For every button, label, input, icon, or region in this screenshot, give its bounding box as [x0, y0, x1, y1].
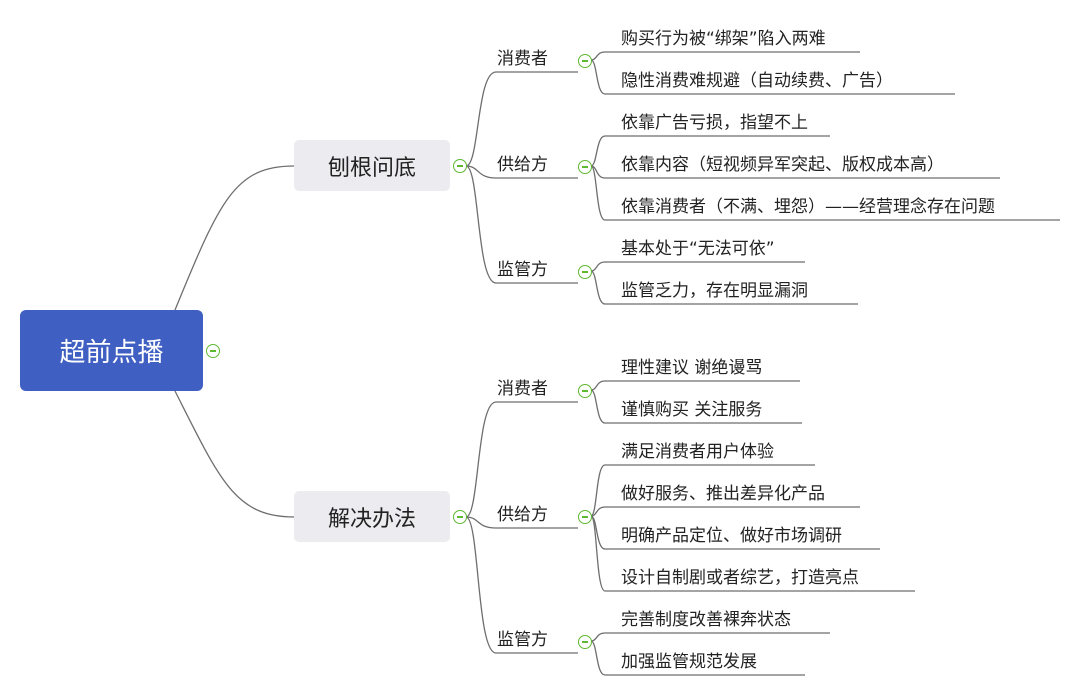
leaf-link	[590, 59, 606, 95]
leaf-link	[590, 506, 606, 517]
leaf-item[interactable]: 依靠消费者（不满、埋怨）——经营理念存在问题	[621, 197, 995, 217]
leaf-item[interactable]: 完善制度改善裸奔状态	[621, 610, 791, 630]
group-collapse-icon[interactable]	[578, 54, 592, 68]
leaf-link	[590, 515, 606, 592]
branch-link	[465, 165, 497, 284]
leaf-link	[590, 464, 606, 517]
group-collapse-icon[interactable]	[578, 384, 592, 398]
group-collapse-icon[interactable]	[578, 265, 592, 279]
leaf-link	[590, 165, 606, 221]
leaf-item[interactable]: 加强监管规范发展	[621, 652, 757, 672]
leaf-item[interactable]: 设计自制剧或者综艺，打造亮点	[621, 568, 859, 588]
leaf-item[interactable]: 明确产品定位、做好市场调研	[621, 526, 842, 546]
root-link	[174, 390, 295, 518]
group-label-regulator[interactable]: 监管方	[497, 630, 548, 650]
leaf-link	[590, 389, 606, 424]
root-collapse-icon[interactable]	[206, 344, 220, 358]
branch-node-root-cause[interactable]: 刨根问底	[294, 140, 450, 191]
leaf-item[interactable]: 做好服务、推出差异化产品	[621, 484, 825, 504]
group-label-supplier[interactable]: 供给方	[497, 505, 548, 525]
branch-label: 刨根问底	[327, 155, 416, 181]
group-collapse-icon[interactable]	[578, 635, 592, 649]
leaf-link	[590, 640, 606, 676]
branch-link	[465, 71, 497, 167]
branch-link	[465, 401, 497, 518]
branch-label: 解决办法	[327, 506, 416, 532]
branch-node-solutions[interactable]: 解决办法	[294, 491, 450, 542]
root-label: 超前点播	[59, 338, 164, 368]
branch-collapse-icon[interactable]	[453, 159, 467, 173]
leaf-link	[590, 135, 606, 167]
leaf-link	[590, 270, 606, 305]
root-link	[174, 165, 295, 311]
leaf-link	[590, 632, 606, 642]
leaf-item[interactable]: 基本处于“无法可依”	[621, 239, 775, 259]
branch-link	[465, 516, 497, 654]
group-label-consumer[interactable]: 消费者	[497, 49, 548, 69]
branch-link	[465, 516, 497, 529]
leaf-item[interactable]: 购买行为被“绑架”陷入两难	[621, 29, 826, 49]
leaf-item[interactable]: 依靠内容（短视频异军突起、版权成本高）	[621, 155, 944, 175]
group-label-consumer[interactable]: 消费者	[497, 379, 548, 399]
leaf-item[interactable]: 隐性消费难规避（自动续费、广告）	[621, 71, 893, 91]
leaf-item[interactable]: 依靠广告亏损，指望不上	[621, 113, 808, 133]
leaf-item[interactable]: 谨慎购买 关注服务	[621, 400, 763, 420]
group-collapse-icon[interactable]	[578, 160, 592, 174]
leaf-link	[590, 380, 606, 391]
leaf-item[interactable]: 监管乏力，存在明显漏洞	[621, 281, 808, 301]
leaf-link	[590, 51, 606, 61]
group-label-supplier[interactable]: 供给方	[497, 155, 548, 175]
branch-link	[465, 165, 497, 179]
leaf-link	[590, 261, 606, 272]
leaf-item[interactable]: 满足消费者用户体验	[621, 442, 774, 462]
branch-collapse-icon[interactable]	[453, 510, 467, 524]
group-collapse-icon[interactable]	[578, 510, 592, 524]
leaf-item[interactable]: 理性建议 谢绝谩骂	[621, 358, 763, 378]
root-node[interactable]: 超前点播	[20, 310, 203, 391]
group-label-regulator[interactable]: 监管方	[497, 260, 548, 280]
